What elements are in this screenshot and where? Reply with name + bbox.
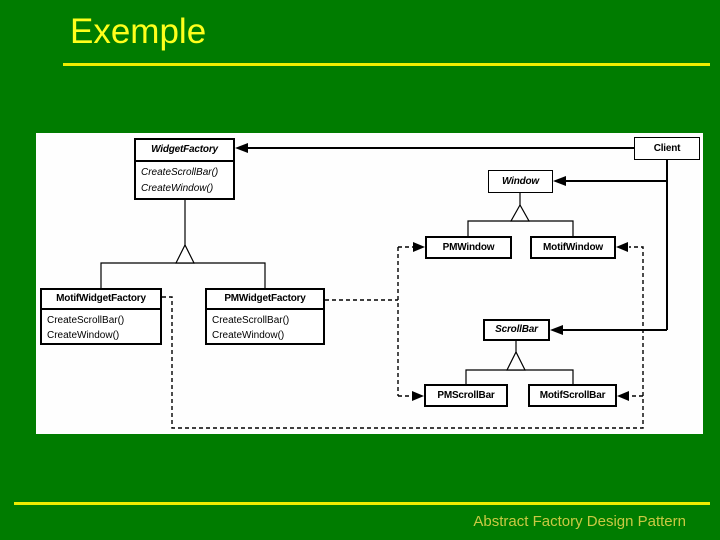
method-label: CreateWindow()	[47, 330, 120, 341]
class-title: Client	[653, 143, 681, 154]
inherit-widgetfactory-children	[100, 262, 266, 288]
class-title: PMScrollBar	[437, 390, 495, 401]
class-box-pmwidgetfactory: PMWidgetFactory CreateScrollBar() Create…	[205, 288, 325, 345]
class-methods: CreateScrollBar() CreateWindow()	[136, 160, 233, 197]
class-box-client: Client	[634, 137, 700, 160]
uml-diagram-panel: WidgetFactory CreateScrollBar() CreateWi…	[36, 133, 703, 434]
class-methods: CreateScrollBar() CreateWindow()	[42, 308, 160, 343]
inherit-scrollbar-children	[465, 369, 574, 384]
class-box-window: Window	[488, 170, 553, 193]
arrowhead-icon	[550, 325, 563, 335]
class-title: PMWindow	[442, 242, 495, 253]
method-label: CreateScrollBar()	[47, 315, 125, 326]
class-title: MotifWidgetFactory	[56, 293, 146, 304]
method-label: CreateScrollBar()	[141, 167, 219, 178]
arrowhead-icon	[553, 176, 566, 186]
method-label: CreateWindow()	[141, 183, 214, 194]
class-title: WidgetFactory	[151, 144, 218, 155]
arrowhead-icon	[617, 391, 629, 401]
class-box-motifscrollbar: MotifScrollBar	[528, 384, 617, 407]
arrowhead-icon	[412, 391, 424, 401]
method-label: CreateWindow()	[212, 330, 285, 341]
class-box-scrollbar: ScrollBar	[483, 319, 550, 341]
class-title: MotifWindow	[543, 242, 603, 253]
inheritance-triangle-icon	[509, 203, 531, 222]
page-title: Exemple	[70, 12, 207, 51]
class-box-motifwindow: MotifWindow	[530, 236, 616, 259]
class-title: Window	[501, 176, 540, 187]
footer-rule	[14, 502, 710, 505]
class-box-widgetfactory: WidgetFactory CreateScrollBar() CreateWi…	[134, 138, 235, 200]
class-box-pmwindow: PMWindow	[425, 236, 512, 259]
footer-text: Abstract Factory Design Pattern	[473, 513, 686, 530]
title-underline	[63, 63, 710, 66]
inheritance-triangle-icon	[506, 350, 526, 371]
class-title: ScrollBar	[495, 324, 538, 335]
class-methods: CreateScrollBar() CreateWindow()	[207, 308, 323, 343]
class-title: MotifScrollBar	[539, 390, 606, 401]
inheritance-triangle-icon	[175, 243, 195, 264]
inherit-window-children	[467, 220, 574, 236]
class-title: PMWidgetFactory	[224, 293, 306, 304]
inheritance-lines	[100, 193, 574, 384]
method-label: CreateScrollBar()	[212, 315, 290, 326]
arrowhead-icon	[235, 143, 248, 153]
class-box-motifwidgetfactory: MotifWidgetFactory CreateScrollBar() Cre…	[40, 288, 162, 345]
arrowhead-icon	[616, 242, 628, 252]
class-box-pmscrollbar: PMScrollBar	[424, 384, 508, 407]
arrowhead-icon	[413, 242, 425, 252]
